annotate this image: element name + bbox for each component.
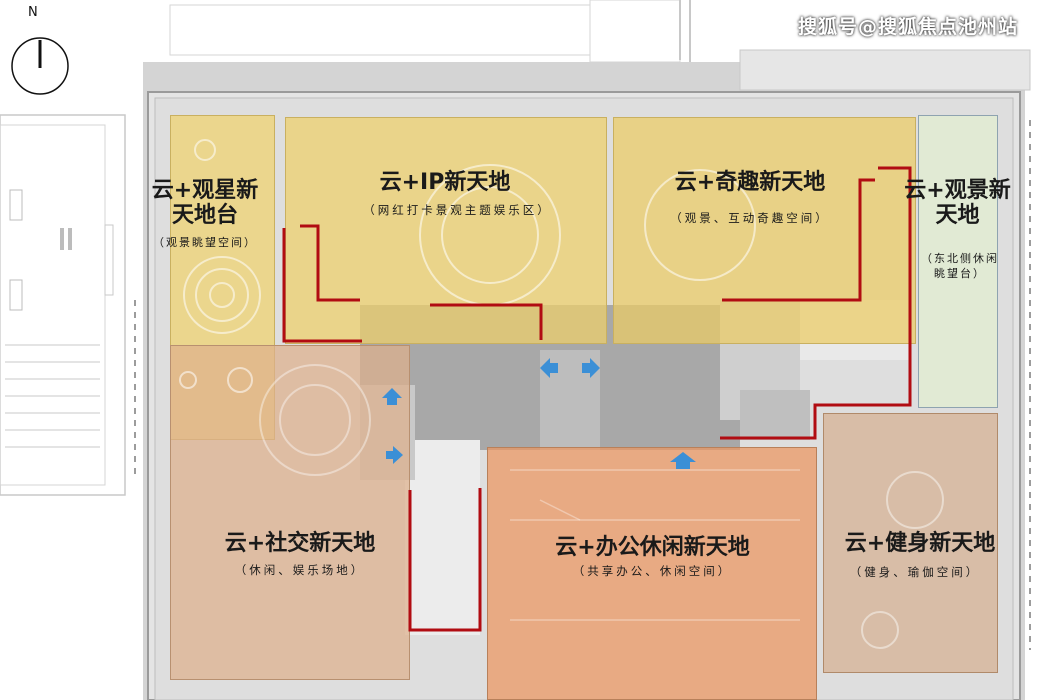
zone-title-scenic: 云+观景新天地 bbox=[904, 178, 1011, 229]
zone-subtitle-social: （休闲、娱乐场地） bbox=[234, 563, 366, 577]
zone-subtitle-stargazing: （观景眺望空间） bbox=[153, 236, 257, 249]
zone-title-stargazing: 云+观星新天地台 bbox=[151, 178, 259, 229]
zone-title-fun: 云+奇趣新天地 bbox=[674, 170, 826, 195]
zone-fitness[interactable] bbox=[823, 413, 998, 673]
zone-scenic[interactable] bbox=[918, 115, 998, 408]
north-label: N bbox=[28, 5, 38, 20]
zone-title-ip: 云+IP新天地 bbox=[379, 170, 511, 195]
watermark: 搜狐号@搜狐焦点池州站 bbox=[798, 16, 1019, 38]
zone-subtitle-office: （共享办公、休闲空间） bbox=[572, 564, 733, 578]
zone-subtitle-ip: （网红打卡景观主题娱乐区） bbox=[363, 203, 552, 217]
arrow-left-icon bbox=[540, 358, 558, 378]
arrow-right-icon bbox=[386, 446, 403, 464]
arrow-up-icon bbox=[670, 452, 696, 469]
arrow-right-icon bbox=[582, 358, 600, 378]
zone-office[interactable] bbox=[487, 447, 817, 700]
zone-social[interactable] bbox=[170, 345, 410, 680]
zone-subtitle-fitness: （健身、瑜伽空间） bbox=[849, 565, 981, 579]
zone-title-social: 云+社交新天地 bbox=[224, 531, 376, 556]
zone-subtitle-scenic: （东北侧休闲眺望台） bbox=[921, 252, 999, 280]
zone-fun[interactable] bbox=[613, 117, 916, 344]
zone-title-fitness: 云+健身新天地 bbox=[844, 531, 996, 556]
zone-title-office: 云+办公休闲新天地 bbox=[555, 535, 750, 560]
zone-subtitle-fun: （观景、互动奇趣空间） bbox=[670, 211, 830, 225]
arrow-up-icon bbox=[382, 388, 402, 405]
